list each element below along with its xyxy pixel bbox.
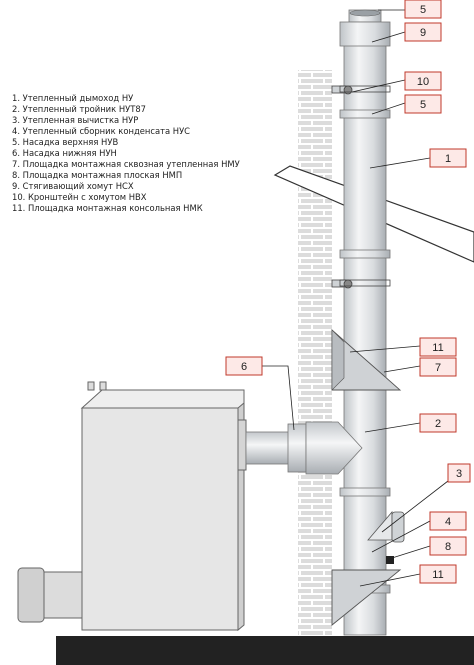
condensate-collector	[391, 511, 405, 543]
flat-platform	[386, 556, 394, 564]
svg-text:3: 3	[456, 468, 462, 480]
wall-bracket-upper	[331, 85, 391, 95]
legend-item: 5. Насадка верхняя НУВ	[12, 137, 119, 147]
callout-10: 10	[404, 71, 442, 91]
callout-11-top: 11	[419, 337, 457, 357]
floor	[56, 636, 474, 665]
boiler	[17, 381, 247, 632]
svg-text:6: 6	[241, 361, 247, 373]
svg-text:5: 5	[420, 99, 426, 111]
legend-item: 10. Кронштейн с хомутом НВХ	[12, 192, 147, 202]
callout-6: 6	[225, 356, 263, 376]
top-collar	[339, 21, 391, 47]
svg-text:1: 1	[445, 153, 451, 165]
callout-5-top: 5	[404, 0, 442, 19]
legend-item: 1. Утепленный дымоход НУ	[12, 93, 134, 103]
callout-8: 8	[429, 536, 467, 556]
callout-5-mid: 5	[404, 94, 442, 114]
svg-text:7: 7	[435, 362, 441, 374]
legend-item: 8. Площадка монтажная плоская НМП	[12, 170, 183, 180]
legend-item: 7. Площадка монтажная сквозная утепленна…	[12, 159, 240, 169]
svg-text:11: 11	[432, 569, 443, 581]
console-platform-upper-face	[331, 329, 345, 391]
brick-wall	[298, 70, 332, 640]
top-cap-opening	[349, 9, 381, 17]
tee-branch	[305, 421, 363, 475]
svg-text:10: 10	[417, 76, 429, 88]
legend-item: 4. Утепленный сборник конденсата НУС	[12, 126, 191, 136]
svg-text:4: 4	[445, 516, 451, 528]
console-platform-lower	[331, 569, 402, 626]
callout-4: 4	[429, 511, 467, 531]
callout-11-bottom: 11	[419, 564, 457, 584]
callout-9: 9	[404, 22, 442, 42]
legend-item: 9. Стягивающий хомут НСХ	[12, 181, 134, 191]
svg-text:2: 2	[435, 418, 441, 430]
callout-2: 2	[419, 413, 457, 433]
legend-item: 6. Насадка нижняя НУН	[12, 148, 117, 158]
leader-lines	[262, 9, 449, 587]
svg-text:8: 8	[445, 541, 451, 553]
legend-item: 11. Площадка монтажная консольная НМК	[12, 203, 203, 213]
legend-item: 3. Утепленная вычистка НУР	[12, 115, 139, 125]
parts-legend: 1. Утепленный дымоход НУ 2. Утепленный т…	[12, 93, 240, 214]
wall-bracket-lower	[331, 279, 391, 289]
svg-text:9: 9	[420, 27, 426, 39]
legend-item: 2. Утепленный тройник НУТ87	[12, 104, 147, 114]
lower-cap	[287, 423, 307, 473]
svg-text:11: 11	[432, 342, 443, 354]
chimney-pipe	[343, 44, 387, 636]
callout-7: 7	[419, 357, 457, 377]
svg-text:5: 5	[420, 4, 426, 16]
callout-3: 3	[447, 463, 471, 483]
callout-1: 1	[429, 148, 467, 168]
